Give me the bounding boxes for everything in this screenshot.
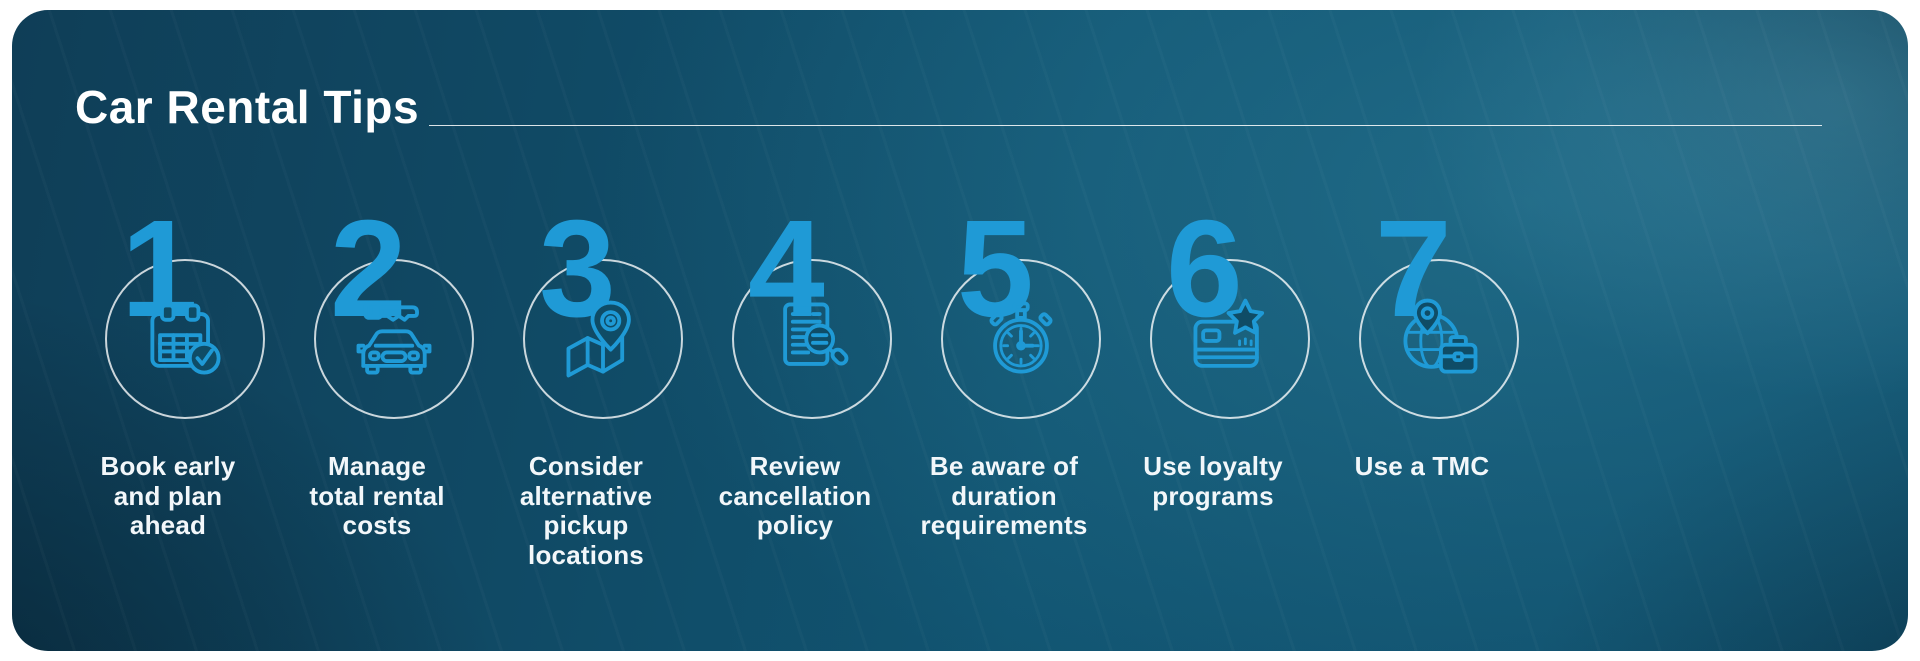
tip-label: Be aware of duration requirements <box>920 451 1088 540</box>
tip-circle <box>1359 259 1519 419</box>
tip-item-5: 5 <box>899 160 1109 630</box>
tip-item-4: 4 Review cancellati <box>690 160 900 630</box>
infographic-card: Car Rental Tips 1 <box>12 10 1908 651</box>
calendar-check-icon <box>137 291 233 387</box>
tip-item-6: 6 Use loyalty programs <box>1108 160 1318 630</box>
document-search-icon <box>764 291 860 387</box>
tip-label: Review cancellation policy <box>718 451 872 540</box>
tip-item-3: 3 Consider alternative pickup locations <box>481 160 691 630</box>
tip-item-2: 2 Manage total rent <box>272 160 482 630</box>
header: Car Rental Tips <box>75 80 1822 134</box>
tip-circle <box>314 259 474 419</box>
stopwatch-icon <box>973 291 1069 387</box>
tip-label: Consider alternative pickup locations <box>519 451 653 570</box>
title-underline <box>429 80 1822 126</box>
tip-label: Use loyalty programs <box>1143 451 1283 511</box>
loyalty-card-star-icon <box>1182 291 1278 387</box>
tip-circle <box>105 259 265 419</box>
page-title: Car Rental Tips <box>75 81 420 133</box>
tip-circle <box>732 259 892 419</box>
tips-row: 1 Book early and plan ahead <box>12 10 1908 651</box>
globe-briefcase-icon <box>1391 291 1487 387</box>
car-key-icon <box>346 291 442 387</box>
tip-item-7: 7 Use a TMC <box>1317 160 1527 630</box>
tip-label: Manage total rental costs <box>309 451 445 540</box>
tip-label: Book early and plan ahead <box>100 451 236 540</box>
tip-item-1: 1 Book early and plan ahead <box>63 160 273 630</box>
map-pin-icon <box>555 291 651 387</box>
tip-number: 2 <box>330 192 407 346</box>
tip-circle <box>941 259 1101 419</box>
tip-circle <box>523 259 683 419</box>
tip-circle <box>1150 259 1310 419</box>
tip-label: Use a TMC <box>1354 451 1490 481</box>
